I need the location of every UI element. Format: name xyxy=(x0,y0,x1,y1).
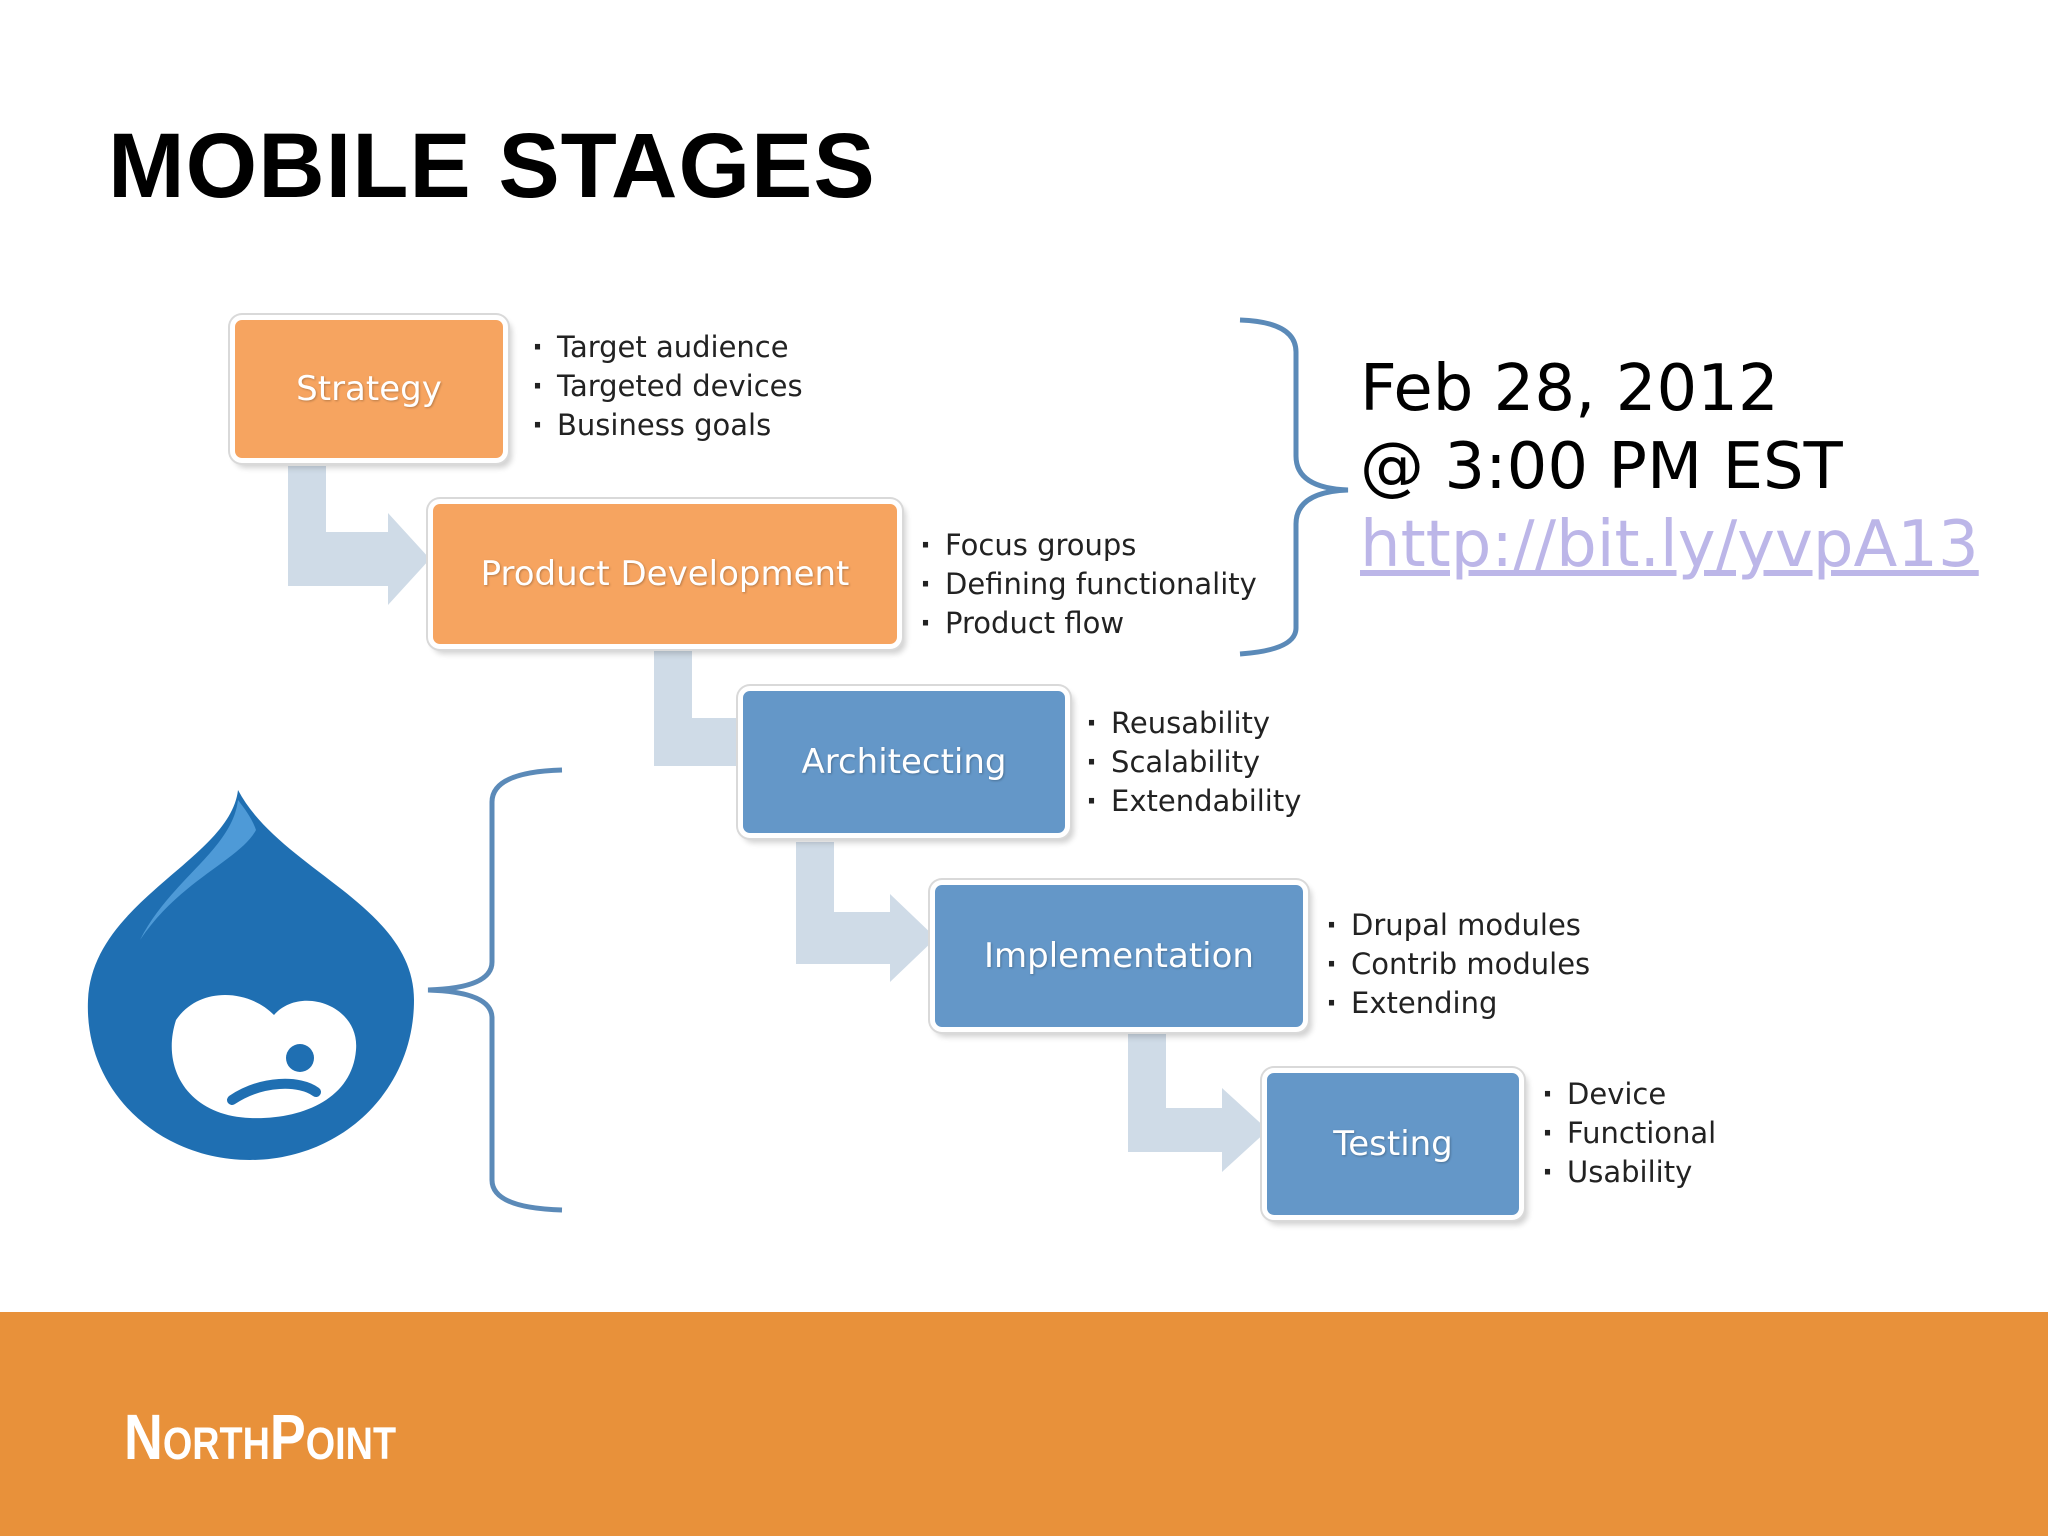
product-development-bullets: Focus groups Defining functionality Prod… xyxy=(920,526,1257,643)
stage-product-development-label: Product Development xyxy=(480,554,850,594)
bullet-item: Extendability xyxy=(1086,782,1301,821)
stage-strategy: Strategy xyxy=(230,315,508,463)
drupal-logo xyxy=(87,790,415,1160)
bullet-item: Drupal modules xyxy=(1326,906,1590,945)
bullet-item: Business goals xyxy=(532,406,803,445)
left-bracket xyxy=(427,767,563,1213)
strategy-bullets: Target audience Targeted devices Busines… xyxy=(532,328,803,445)
implementation-bullets: Drupal modules Contrib modules Extending xyxy=(1326,906,1590,1023)
bullet-item: Targeted devices xyxy=(532,367,803,406)
stage-testing-label: Testing xyxy=(1333,1124,1453,1164)
event-info: Feb 28, 2012 @ 3:00 PM EST http://bit.ly… xyxy=(1360,350,1979,584)
northpoint-logo: NorthPoint xyxy=(124,1401,397,1473)
arrow-architecting-to-implementation xyxy=(796,842,936,982)
stage-implementation-label: Implementation xyxy=(984,936,1254,976)
architecting-bullets: Reusability Scalability Extendability xyxy=(1086,704,1301,821)
bullet-item: Product flow xyxy=(920,604,1257,643)
bullet-item: Scalability xyxy=(1086,743,1301,782)
stage-implementation: Implementation xyxy=(930,880,1308,1032)
stage-testing: Testing xyxy=(1262,1068,1524,1220)
arrow-implementation-to-testing xyxy=(1128,1032,1268,1172)
stage-architecting-label: Architecting xyxy=(801,742,1007,782)
bullet-item: Contrib modules xyxy=(1326,945,1590,984)
bullet-item: Reusability xyxy=(1086,704,1301,743)
bullet-item: Functional xyxy=(1542,1114,1716,1153)
bullet-item: Device xyxy=(1542,1075,1716,1114)
bullet-item: Defining functionality xyxy=(920,565,1257,604)
arrow-strategy-to-product xyxy=(288,466,430,605)
stage-architecting: Architecting xyxy=(738,686,1070,838)
stage-product-development: Product Development xyxy=(428,499,902,649)
bullet-item: Extending xyxy=(1326,984,1590,1023)
bullet-item: Usability xyxy=(1542,1153,1716,1192)
bullet-item: Target audience xyxy=(532,328,803,367)
event-link[interactable]: http://bit.ly/yvpA13 xyxy=(1360,508,1979,582)
bullet-item: Focus groups xyxy=(920,526,1257,565)
stage-strategy-label: Strategy xyxy=(296,369,442,409)
testing-bullets: Device Functional Usability xyxy=(1542,1075,1716,1192)
right-bracket xyxy=(1239,317,1349,657)
event-date: Feb 28, 2012 xyxy=(1360,352,1779,426)
footer-bar xyxy=(0,1312,2048,1536)
stages-diagram xyxy=(87,317,1349,1213)
slide-title: MOBILE STAGES xyxy=(108,115,876,217)
event-time: @ 3:00 PM EST xyxy=(1360,430,1843,504)
